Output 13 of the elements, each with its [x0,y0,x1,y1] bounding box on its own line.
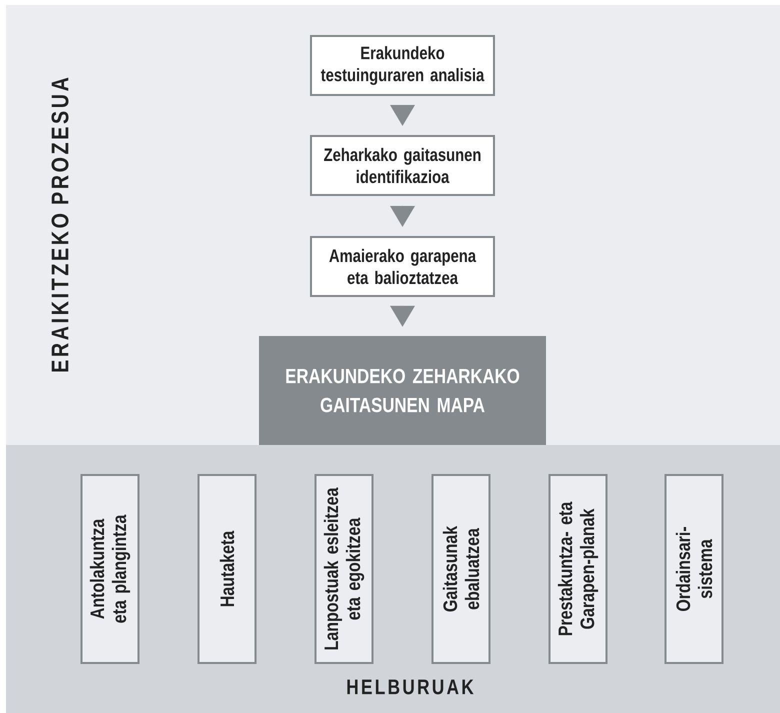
goal-box: Prestakuntza- eta Garapen-planak [548,474,608,664]
goal-box: Antolakuntza eta plangintza [80,474,140,664]
arrow [390,306,415,327]
goal-box: Gaitasunak ebaluatzea [432,474,490,664]
process-box: Zeharkako gaitasunen identifikazioa [310,135,495,196]
goal-box: Ordainsari-sistema [664,474,724,664]
goal-box: Lanpostuak esleitzea eta egokitzea [314,474,374,664]
process-box: Amaierako garapena eta balioztatzea [310,236,495,297]
process-box: Erakundeko testuinguraren analisia [310,35,495,96]
goal-box: Hautaketa [198,474,256,664]
arrow [390,204,415,227]
arrow [390,104,415,126]
result-box: ERAKUNDEKO ZEHARKAKO GAITASUNEN MAPA [259,336,546,445]
